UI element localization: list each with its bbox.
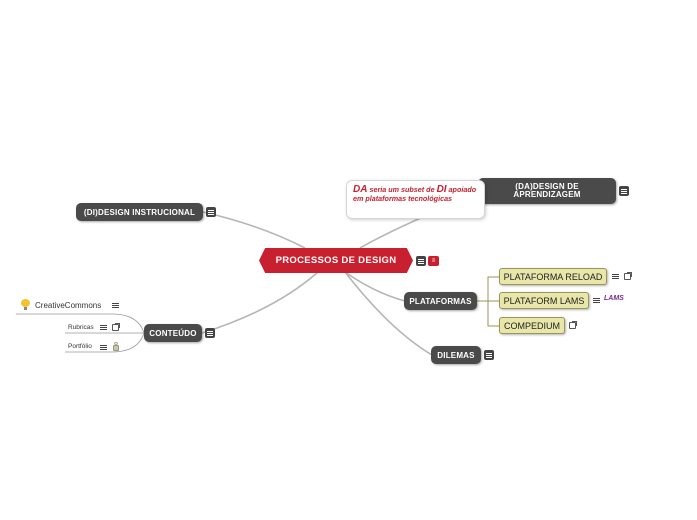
central-topic-label: PROCESSOS DE DESIGN bbox=[275, 255, 397, 266]
rubricas-link-icon[interactable] bbox=[112, 323, 120, 331]
subtopic-plataforma-reload-label: PLATAFORMA RELOAD bbox=[503, 271, 603, 282]
connector-di bbox=[202, 211, 306, 249]
topic-design-instrucional[interactable]: (DI)DESIGN INSTRUCIONAL bbox=[76, 203, 203, 221]
connector-portfolio bbox=[65, 332, 145, 353]
di-notes-icon[interactable] bbox=[206, 207, 216, 217]
subtopic-plataform-lams[interactable]: PLATAFORM LAMS bbox=[499, 292, 589, 309]
topic-dilemas-label: DILEMAS bbox=[437, 350, 475, 360]
subtopic-compedium-label: COMPEDIUM bbox=[504, 320, 560, 331]
topic-plataformas-label: PLATAFORMAS bbox=[409, 296, 472, 306]
topic-design-aprendizagem[interactable]: (DA)DESIGN DE APRENDIZAGEM bbox=[478, 178, 616, 204]
central-link-badge-label: ≡ bbox=[431, 258, 436, 264]
central-notes-icon[interactable] bbox=[416, 256, 426, 266]
note-di-text: DI bbox=[436, 184, 447, 195]
lams-logo-icon[interactable]: LAMS bbox=[604, 295, 624, 302]
da-notes-icon[interactable] bbox=[619, 186, 629, 196]
topic-conteudo[interactable]: CONTEÚDO bbox=[144, 324, 202, 342]
rubricas-notes-icon[interactable] bbox=[100, 324, 108, 332]
reload-notes-icon[interactable] bbox=[612, 273, 620, 281]
topic-plataformas[interactable]: PLATAFORMAS bbox=[404, 292, 477, 310]
dilemas-notes-icon[interactable] bbox=[484, 350, 494, 360]
topic-dilemas[interactable]: DILEMAS bbox=[431, 346, 481, 364]
lams-notes-icon[interactable] bbox=[593, 297, 601, 305]
topic-conteudo-label: CONTEÚDO bbox=[149, 328, 197, 338]
note-end-text: apoiado em plataformas tecnológicas bbox=[353, 185, 477, 203]
connector-reload bbox=[477, 276, 499, 302]
conteudo-notes-icon[interactable] bbox=[205, 328, 215, 338]
topic-design-instrucional-label: (DI)DESIGN INSTRUCIONAL bbox=[83, 207, 196, 217]
leaf-rubricas[interactable]: Rubricas bbox=[68, 324, 94, 331]
connector-conteudo bbox=[201, 271, 319, 334]
note-callout: DA seria um subset de DI apoiado em plat… bbox=[346, 180, 485, 219]
subtopic-compedium[interactable]: COMPEDIUM bbox=[499, 317, 565, 334]
weight-icon bbox=[113, 342, 119, 351]
note-da-text: DA bbox=[353, 184, 368, 195]
leaf-portfolio[interactable]: Portfólio bbox=[68, 343, 92, 350]
connector-plataformas bbox=[344, 271, 406, 302]
leaf-creativecommons[interactable]: CreativeCommons bbox=[35, 301, 102, 310]
note-middle-text: seria um subset de bbox=[367, 185, 437, 194]
subtopic-plataform-lams-label: PLATAFORM LAMS bbox=[503, 295, 585, 306]
compedium-link-icon[interactable] bbox=[569, 321, 577, 329]
creativecommons-notes-icon[interactable] bbox=[112, 302, 120, 310]
connector-creativecommons bbox=[16, 313, 145, 334]
topic-design-aprendizagem-label: (DA)DESIGN DE APRENDIZAGEM bbox=[513, 182, 581, 199]
central-link-badge-icon[interactable]: ≡ bbox=[428, 256, 439, 266]
lams-logo-label: LAMS bbox=[604, 295, 624, 302]
connector-compedium bbox=[487, 301, 499, 327]
connector-dilemas bbox=[344, 271, 433, 356]
lightbulb-icon bbox=[21, 299, 30, 310]
reload-link-icon[interactable] bbox=[624, 272, 632, 280]
subtopic-plataforma-reload[interactable]: PLATAFORMA RELOAD bbox=[499, 268, 607, 285]
portfolio-notes-icon[interactable] bbox=[100, 344, 108, 352]
central-topic[interactable]: PROCESSOS DE DESIGN bbox=[259, 248, 413, 273]
